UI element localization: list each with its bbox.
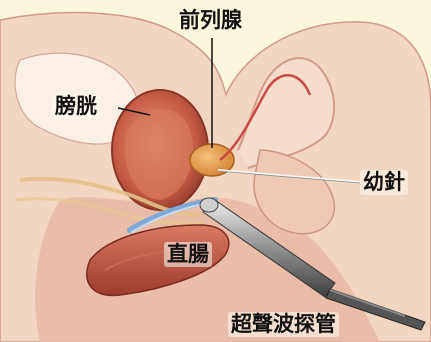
label-rectum: 直腸: [164, 242, 212, 267]
label-needle: 幼針: [360, 170, 408, 195]
label-ultrasound-probe: 超聲波探管: [228, 312, 339, 337]
label-bladder: 膀胱: [52, 94, 100, 119]
label-prostate: 前列腺: [176, 8, 245, 33]
